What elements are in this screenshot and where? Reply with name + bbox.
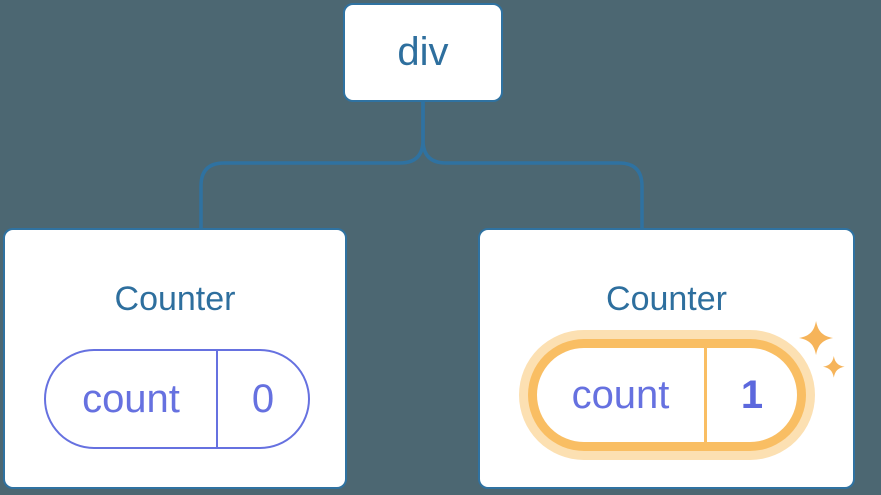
counter-title: Counter — [606, 280, 727, 318]
sparkle-icon-small — [823, 356, 845, 378]
state-pill-count-1: count 1 — [537, 348, 797, 442]
state-value: 0 — [251, 376, 275, 421]
state-pill-highlight-glow: count 1 — [519, 330, 815, 460]
sparkle-icon — [799, 321, 845, 378]
connector-left-branch — [199, 102, 425, 229]
state-key-label: count — [46, 351, 218, 447]
root-node-div: div — [343, 3, 503, 102]
state-value: 1 — [740, 372, 764, 417]
connector-right-branch — [421, 102, 644, 229]
root-node-label: div — [397, 30, 449, 74]
counter-card-right: Counter count 1 — [478, 228, 855, 489]
state-key-label: count — [537, 348, 707, 442]
state-pill-count-0: count 0 — [44, 349, 310, 449]
state-pill-highlight-ring: count 1 — [528, 339, 806, 451]
sparkle-icon-large — [799, 321, 834, 356]
counter-card-left: Counter count 0 — [3, 228, 347, 489]
counter-title: Counter — [114, 280, 236, 318]
